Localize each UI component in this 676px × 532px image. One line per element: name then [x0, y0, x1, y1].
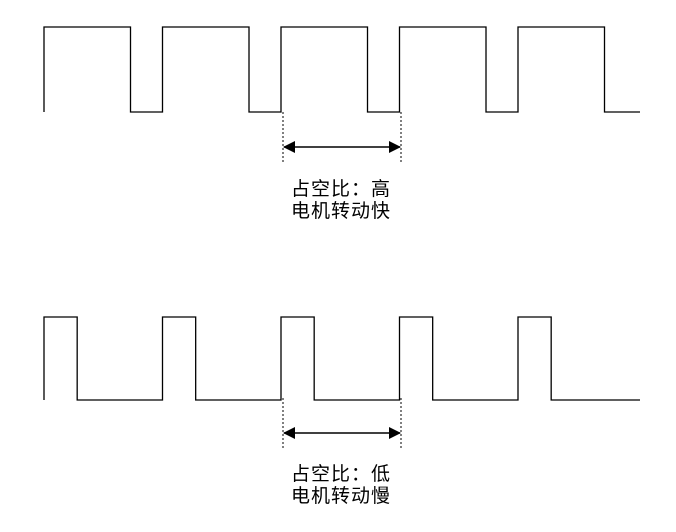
duty-label: 占空比：低: [290, 463, 391, 485]
high-duty-caption: 占空比：高 电机转动快: [241, 178, 441, 222]
low-duty-group: [43, 316, 640, 448]
motor-speed-label: 电机转动慢: [290, 485, 391, 507]
high-duty-group: [43, 26, 640, 162]
low-duty-caption: 占空比：低 电机转动慢: [241, 463, 441, 507]
duty-label: 占空比：高: [290, 178, 391, 200]
high-duty-waveform: [43, 26, 640, 113]
low-duty-waveform: [43, 316, 640, 401]
motor-speed-label: 电机转动快: [290, 200, 391, 222]
